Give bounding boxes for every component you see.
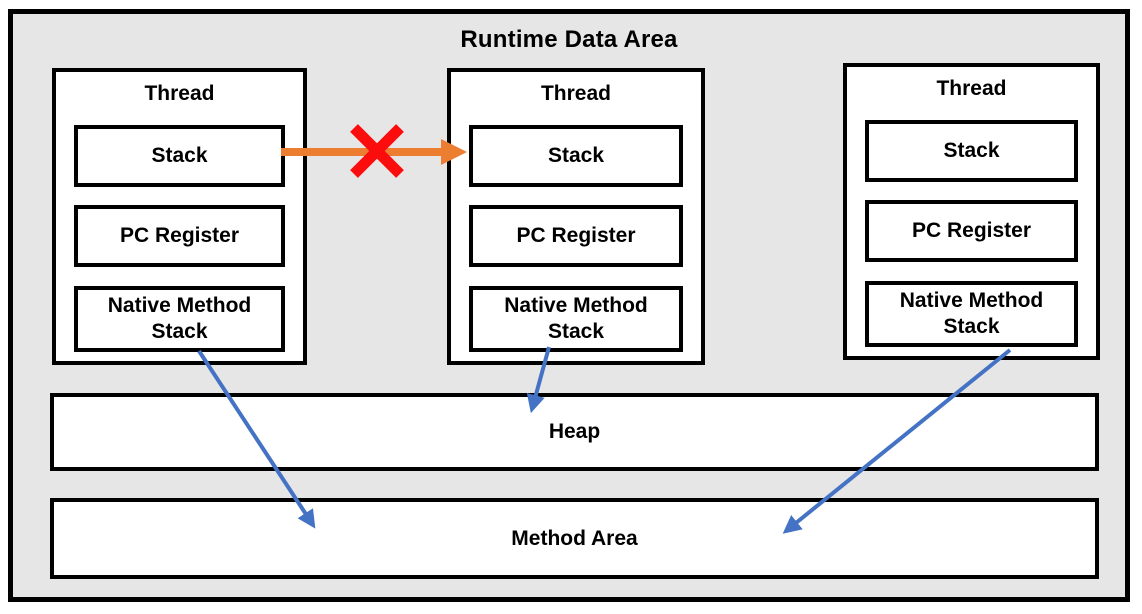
thread-3-native-method-stack-label: Native Method Stack [899,288,1044,338]
diagram-title: Runtime Data Area [460,26,678,53]
thread-2-pc-register-box: PC Register [469,205,683,267]
thread-2-native-method-stack-box: Native Method Stack [469,286,683,352]
thread-box-3: Thread Stack PC Register Native Method S… [843,63,1100,360]
thread-1-native-method-stack-label: Native Method Stack [107,293,252,343]
thread-1-native-method-stack-box: Native Method Stack [74,286,285,352]
thread-3-label: Thread [936,77,1007,100]
thread-1-stack-box: Stack [74,125,285,187]
thread-1-pc-register-label: PC Register [119,223,240,247]
thread-3-stack-box: Stack [865,120,1078,182]
method-area-label: Method Area [511,526,638,550]
thread-1-stack-label: Stack [151,143,208,167]
thread-box-2: Thread Stack PC Register Native Method S… [447,68,705,365]
thread-2-stack-box: Stack [469,125,683,187]
thread-1-label: Thread [144,82,215,105]
thread-3-pc-register-box: PC Register [865,200,1078,262]
thread-1-pc-register-box: PC Register [74,205,285,267]
thread-2-label: Thread [540,82,611,105]
runtime-data-area-frame: Runtime Data Area Thread Stack PC Regist… [8,9,1130,602]
thread-2-pc-register-label: PC Register [516,223,636,247]
thread-2-stack-label: Stack [547,143,605,167]
thread-box-1: Thread Stack PC Register Native Method S… [52,68,307,365]
method-area-box: Method Area [50,498,1099,579]
thread-3-native-method-stack-box: Native Method Stack [865,281,1078,347]
thread-2-native-method-stack-label: Native Method Stack [504,293,648,343]
thread-3-stack-label: Stack [943,138,1000,162]
thread-3-pc-register-label: PC Register [911,218,1032,242]
heap-box: Heap [50,393,1099,471]
heap-label: Heap [548,420,601,443]
